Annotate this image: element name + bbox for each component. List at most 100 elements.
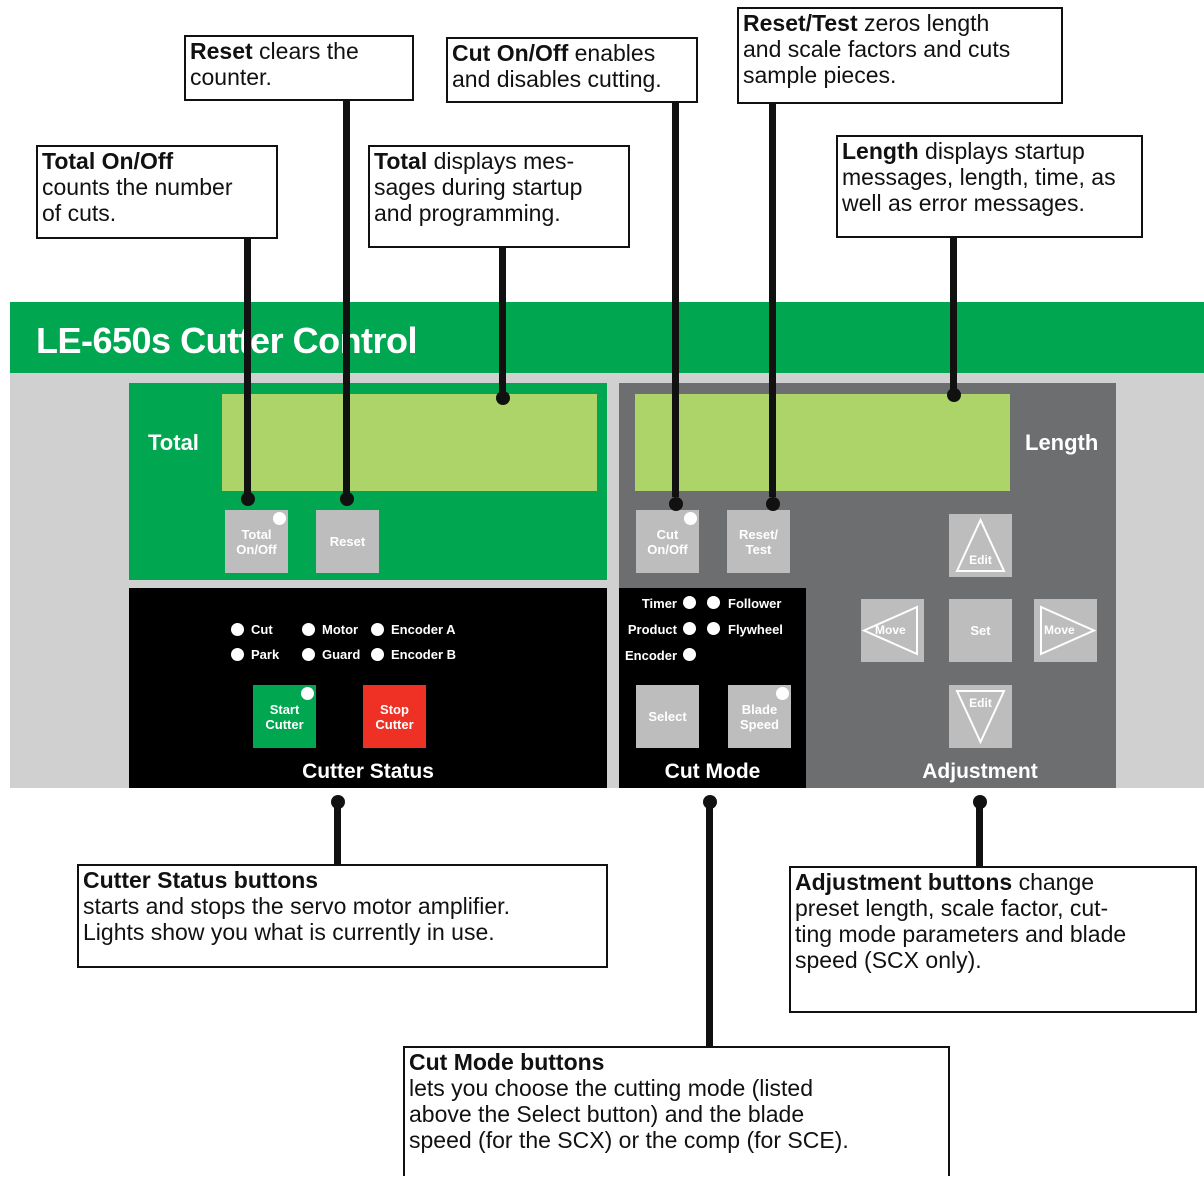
leader-dot-reset-test: [766, 497, 780, 511]
cut-onoff-label-1: Cut: [656, 526, 679, 542]
leader-dot-cut-onoff: [669, 497, 683, 511]
callout-cutter-status-line-2: Lights show you what is currently in use…: [83, 919, 495, 945]
cut-light: [231, 623, 244, 636]
leader-reset: [343, 98, 350, 497]
move-left-button[interactable]: Move: [861, 599, 924, 662]
guard-light: [302, 648, 315, 661]
leader-reset-test: [769, 103, 776, 497]
adjustment-title: Adjustment: [922, 760, 1038, 783]
start-cutter-indicator: [301, 687, 314, 700]
leader-total-onoff: [244, 213, 251, 497]
total-onoff-label-2: On/Off: [236, 541, 277, 557]
flywheel-light: [707, 622, 720, 635]
leader-dot-cutter-status: [331, 795, 345, 809]
callout-adjustment-line-2: preset length, scale factor, cut-: [795, 895, 1109, 921]
callout-cut-onoff-bold: Cut On/Off: [452, 40, 569, 66]
leader-dot-cut-mode: [703, 795, 717, 809]
callout-cut-mode-line-3: speed (for the SCX) or the comp (for SCE…: [409, 1127, 849, 1153]
total-onoff-indicator: [273, 512, 286, 525]
callout-adjustment-line-4: speed (SCX only).: [795, 947, 982, 973]
cut-onoff-indicator: [684, 512, 697, 525]
leader-cut-mode: [706, 800, 713, 1048]
callout-length-line-3: well as error messages.: [842, 190, 1085, 216]
product-light: [683, 622, 696, 635]
flywheel-light-label: Flywheel: [728, 622, 783, 637]
follower-light-label: Follower: [728, 596, 782, 611]
start-label-1: Start: [269, 701, 300, 717]
cut-mode-title: Cut Mode: [664, 760, 761, 783]
length-display: [635, 394, 1010, 491]
title-banner: [10, 302, 1204, 373]
encoder-b-light-label: Encoder B: [391, 647, 457, 662]
product-light-label: Product: [627, 622, 677, 637]
encoder-light: [683, 648, 696, 661]
callout-total-line-3: and programming.: [374, 200, 561, 226]
callout-total-line-2: sages during startup: [374, 174, 583, 200]
callout-length-line-1: displays startup: [918, 138, 1085, 164]
callout-reset-test-line-2: and scale factors and cuts: [743, 36, 1011, 62]
up-triangle-icon: [955, 517, 1006, 572]
blade-speed-indicator: [776, 687, 789, 700]
motor-light-label: Motor: [322, 622, 359, 637]
move-right-label: Move: [1044, 623, 1075, 637]
leader-cut-onoff: [672, 100, 679, 497]
reset-test-button[interactable]: Reset/Test: [727, 510, 790, 573]
leader-dot-total-onoff: [241, 492, 255, 506]
callout-adjustment-bold: Adjustment buttons: [795, 869, 1013, 895]
stop-label-1: Stop: [380, 701, 409, 717]
motor-light: [302, 623, 315, 636]
callout-cut-mode: Cut Mode buttons lets you choose the cut…: [403, 1046, 950, 1176]
cut-onoff-label-2: On/Off: [647, 541, 688, 557]
reset-label: Reset: [329, 534, 366, 549]
callout-adjustment-line-3: ting mode parameters and blade: [795, 921, 1127, 947]
callout-cutter-status: Cutter Status buttons starts and stops t…: [77, 864, 608, 968]
callout-reset-line-2: counter.: [190, 64, 272, 90]
stop-label-2: Cutter: [375, 716, 414, 732]
callout-reset: Reset clears the counter.: [184, 35, 414, 101]
callout-length-bold: Length: [842, 138, 919, 164]
leader-dot-length: [947, 388, 961, 402]
total-label: Total: [148, 430, 199, 455]
callout-reset-bold: Reset: [190, 38, 253, 64]
callout-total: Total displays mes- sages during startup…: [368, 145, 630, 248]
callout-adjustment-line-1: change: [1012, 869, 1095, 895]
left-triangle-icon: [861, 605, 918, 656]
callout-cut-mode-line-2: above the Select button) and the blade: [409, 1101, 805, 1127]
move-right-button[interactable]: Move: [1034, 599, 1097, 662]
callout-cut-onoff: Cut On/Off enables and disables cutting.: [446, 37, 698, 103]
park-light: [231, 648, 244, 661]
encoder-light-label: Encoder: [624, 648, 677, 663]
callout-cut-onoff-line-2: and disables cutting.: [452, 66, 662, 92]
callout-reset-test-bold: Reset/Test: [743, 10, 858, 36]
cut-light-label: Cut: [251, 622, 273, 637]
callout-length-line-2: messages, length, time, as: [842, 164, 1116, 190]
reset-button[interactable]: Reset: [316, 510, 379, 573]
callout-cut-mode-bold: Cut Mode buttons: [409, 1049, 605, 1075]
callout-total-onoff-line-1: counts the number: [42, 174, 233, 200]
guard-light-label: Guard: [322, 647, 361, 662]
edit-down-button[interactable]: Edit: [949, 685, 1012, 748]
move-left-label: Move: [875, 623, 906, 637]
leader-dot-reset: [340, 492, 354, 506]
blade-label-1: Blade: [741, 701, 778, 717]
park-light-label: Park: [251, 647, 280, 662]
set-button[interactable]: Set: [949, 599, 1012, 662]
callout-cut-mode-line-1: lets you choose the cutting mode (listed: [409, 1075, 814, 1101]
callout-total-onoff-bold: Total On/Off: [42, 148, 174, 174]
callout-total-line-1: displays mes-: [427, 148, 575, 174]
callout-reset-line-1: clears the: [252, 38, 359, 64]
cutter-status-title: Cutter Status: [302, 760, 434, 783]
select-button[interactable]: Select: [636, 685, 699, 748]
callout-reset-test-line-3: sample pieces.: [743, 62, 897, 88]
start-label-2: Cutter: [265, 716, 304, 732]
edit-up-button[interactable]: Edit: [949, 514, 1012, 577]
callout-cutter-status-bold: Cutter Status buttons: [83, 867, 319, 893]
leader-cutter-status: [334, 800, 341, 866]
edit-up-label: Edit: [969, 553, 992, 567]
panel-title: LE-650s Cutter Control: [36, 320, 418, 361]
leader-adjustment: [976, 800, 983, 868]
blade-label-2: Speed: [739, 716, 779, 732]
timer-light: [683, 596, 696, 609]
